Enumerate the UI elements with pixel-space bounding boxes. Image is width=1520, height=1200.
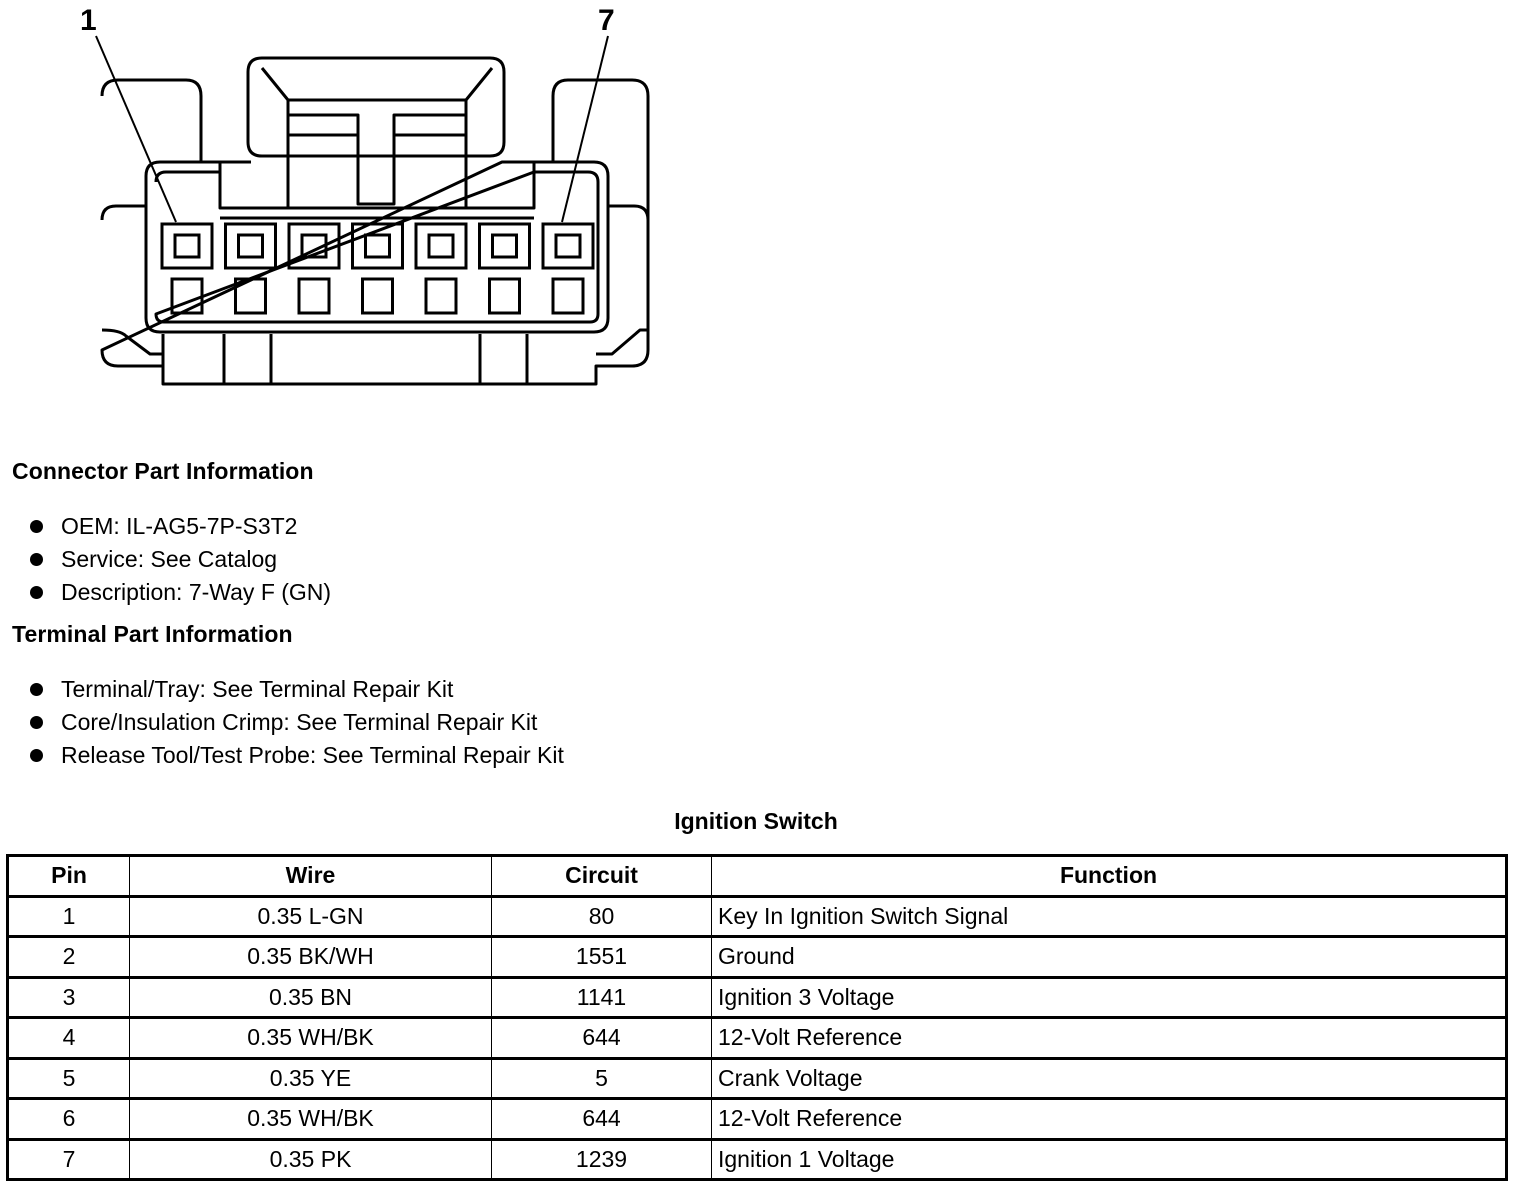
bullet-icon	[30, 586, 43, 599]
pin-1-label: 1	[80, 4, 97, 37]
cell-pin: 7	[7, 1138, 130, 1180]
cell-pin: 3	[7, 976, 130, 1019]
connector-inner-body	[144, 160, 610, 334]
pin-1-leader-line	[95, 35, 177, 223]
terminal-cavity-upper	[478, 222, 531, 270]
cell-wire: 0.35 YE	[129, 1057, 492, 1100]
cell-circuit: 1141	[491, 976, 712, 1019]
column-header-function: Function	[711, 855, 1507, 898]
terminal-cavity-upper	[287, 222, 341, 270]
terminal-info-list: Terminal/Tray: See Terminal Repair Kit C…	[26, 673, 564, 772]
cell-wire: 0.35 PK	[129, 1138, 492, 1180]
bullet-icon	[30, 683, 43, 696]
cell-pin: 6	[7, 1098, 130, 1141]
cell-circuit: 80	[491, 895, 712, 938]
cell-circuit: 644	[491, 1017, 712, 1060]
bullet-icon	[30, 749, 43, 762]
terminal-contact	[237, 233, 264, 259]
terminal-cavity-lower	[170, 277, 204, 315]
terminal-cavity-lower	[424, 277, 458, 315]
cell-function: 12-Volt Reference	[711, 1098, 1507, 1141]
terminal-cavity-lower	[297, 277, 331, 315]
terminal-cavity-upper	[224, 222, 277, 270]
terminal-contact	[427, 233, 455, 259]
connector-latch	[246, 56, 506, 158]
cell-pin: 4	[7, 1017, 130, 1060]
terminal-cavity-upper	[160, 222, 214, 270]
cell-wire: 0.35 BK/WH	[129, 936, 492, 979]
cell-function: Crank Voltage	[711, 1057, 1507, 1100]
terminal-contact	[300, 233, 328, 259]
list-item: OEM: IL-AG5-7P-S3T2	[26, 510, 331, 543]
list-item: Terminal/Tray: See Terminal Repair Kit	[26, 673, 564, 706]
list-item: Release Tool/Test Probe: See Terminal Re…	[26, 739, 564, 772]
cell-pin: 1	[7, 895, 130, 938]
bullet-icon	[30, 716, 43, 729]
cell-circuit: 1551	[491, 936, 712, 979]
cell-pin: 5	[7, 1057, 130, 1100]
cell-circuit: 5	[491, 1057, 712, 1100]
terminal-cavity-upper	[541, 222, 595, 270]
pin-7-leader-line	[561, 35, 609, 223]
cell-circuit: 1239	[491, 1138, 712, 1180]
cell-function: Ignition 1 Voltage	[711, 1138, 1507, 1180]
terminal-contact	[554, 233, 582, 259]
connector-housing-outline	[100, 78, 650, 386]
cell-wire: 0.35 WH/BK	[129, 1098, 492, 1141]
column-header-wire: Wire	[129, 855, 492, 898]
terminal-contact	[173, 233, 201, 259]
cell-wire: 0.35 BN	[129, 976, 492, 1019]
list-item: Description: 7-Way F (GN)	[26, 576, 331, 609]
cell-function: Ground	[711, 936, 1507, 979]
column-header-circuit: Circuit	[491, 855, 712, 898]
table-title: Ignition Switch	[674, 808, 838, 834]
cell-function: Key In Ignition Switch Signal	[711, 895, 1507, 938]
cell-wire: 0.35 WH/BK	[129, 1017, 492, 1060]
column-header-pin: Pin	[7, 855, 130, 898]
connector-info-list: OEM: IL-AG5-7P-S3T2 Service: See Catalog…	[26, 510, 331, 609]
list-item: Core/Insulation Crimp: See Terminal Repa…	[26, 706, 564, 739]
terminal-cavity-lower	[551, 277, 585, 315]
cell-function: 12-Volt Reference	[711, 1017, 1507, 1060]
bullet-icon	[30, 553, 43, 566]
bullet-icon	[30, 520, 43, 533]
table-header-row: Pin Wire Circuit Function	[7, 855, 1507, 898]
terminal-contact	[491, 233, 518, 259]
terminal-contact	[364, 233, 391, 259]
cell-function: Ignition 3 Voltage	[711, 976, 1507, 1019]
pin-7-label: 7	[598, 4, 615, 37]
cell-pin: 2	[7, 936, 130, 979]
list-item: Service: See Catalog	[26, 543, 331, 576]
terminal-cavity-upper	[414, 222, 468, 270]
cell-wire: 0.35 L-GN	[129, 895, 492, 938]
connector-info-heading: Connector Part Information	[12, 458, 314, 484]
terminal-cavity-upper	[351, 222, 404, 270]
connector-face-diagram: 1 7	[80, 4, 650, 386]
terminal-cavity-lower	[234, 277, 267, 315]
terminal-cavity-lower	[488, 277, 521, 315]
terminal-info-heading: Terminal Part Information	[12, 621, 293, 647]
cell-circuit: 644	[491, 1098, 712, 1141]
terminal-cavity-lower	[361, 277, 394, 315]
